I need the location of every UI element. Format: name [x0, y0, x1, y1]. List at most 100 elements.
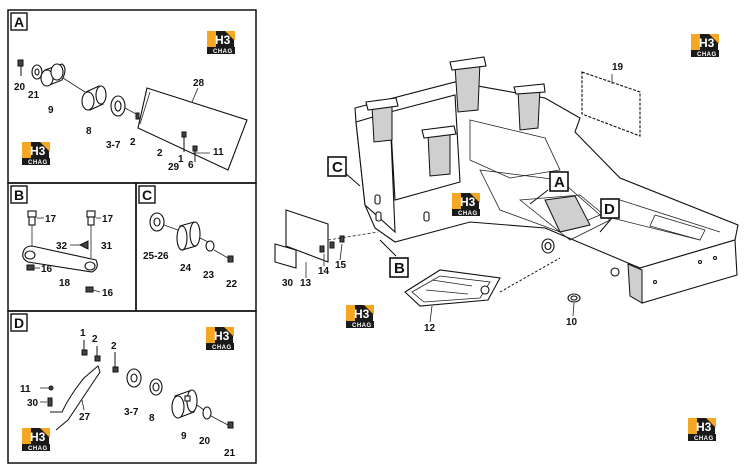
svg-text:29: 29 — [168, 162, 180, 173]
svg-text:3-7: 3-7 — [124, 407, 139, 418]
svg-text:20: 20 — [199, 436, 211, 447]
svg-text:2: 2 — [130, 137, 136, 148]
svg-text:H3: H3 — [30, 430, 46, 444]
panel-A-letter: A — [10, 12, 28, 31]
svg-text:2: 2 — [157, 148, 163, 159]
svg-text:6: 6 — [188, 160, 194, 171]
svg-text:20: 20 — [14, 82, 26, 93]
logo: H3 CHAG — [22, 428, 50, 452]
svg-text:2: 2 — [111, 341, 117, 352]
panel-C-drawing — [149, 212, 234, 263]
svg-text:32: 32 — [56, 241, 68, 252]
panel-D-letter: D — [10, 313, 28, 332]
panel-B-letter: B — [10, 185, 28, 204]
svg-text:C: C — [332, 159, 343, 176]
panel-D-drawing — [40, 340, 234, 431]
svg-text:25-26: 25-26 — [143, 251, 169, 262]
panel-A-drawing — [17, 59, 248, 171]
svg-text:27: 27 — [79, 412, 91, 423]
svg-text:22: 22 — [226, 279, 238, 290]
logo: H3 CHAG — [207, 31, 235, 55]
svg-text:CHAG: CHAG — [28, 446, 48, 452]
panel-D-labels: 1 2 2 11 30 27 3-7 8 9 20 21 — [20, 328, 236, 459]
svg-text:17: 17 — [102, 214, 114, 225]
svg-text:11: 11 — [213, 147, 224, 158]
svg-text:CHAG: CHAG — [352, 323, 372, 329]
logo: H3 CHAG — [22, 142, 50, 166]
svg-text:9: 9 — [48, 105, 54, 116]
callout-D: D — [600, 198, 620, 219]
svg-text:CHAG: CHAG — [213, 49, 233, 55]
leader-D — [599, 217, 613, 233]
svg-text:C: C — [142, 187, 152, 203]
svg-text:D: D — [14, 315, 24, 331]
svg-text:D: D — [604, 201, 615, 218]
svg-text:B: B — [14, 187, 24, 203]
panel-B-labels: 17 17 32 31 16 18 16 — [34, 214, 114, 299]
svg-text:16: 16 — [102, 288, 114, 299]
svg-text:21: 21 — [224, 448, 236, 459]
svg-text:CHAG: CHAG — [697, 52, 717, 58]
callout-A: A — [549, 171, 569, 192]
side-plate-assembly — [274, 209, 379, 269]
svg-text:H3: H3 — [30, 144, 46, 158]
svg-text:1: 1 — [80, 328, 86, 339]
svg-text:28: 28 — [193, 78, 205, 89]
panel-B-drawing — [22, 210, 98, 293]
svg-text:8: 8 — [86, 126, 92, 137]
leader-A — [529, 189, 549, 205]
svg-text:3-7: 3-7 — [106, 140, 121, 151]
plate-12 — [404, 257, 561, 307]
svg-text:H3: H3 — [696, 420, 712, 434]
svg-text:8: 8 — [149, 413, 155, 424]
svg-text:19: 19 — [612, 62, 624, 73]
svg-text:A: A — [14, 14, 24, 30]
svg-text:18: 18 — [59, 278, 71, 289]
svg-text:10: 10 — [566, 317, 578, 328]
callout-C: C — [327, 156, 347, 177]
svg-text:H3: H3 — [460, 195, 476, 209]
logo: H3 CHAG — [346, 305, 374, 329]
svg-text:2: 2 — [92, 334, 98, 345]
ring-10 — [567, 293, 581, 303]
svg-text:13: 13 — [300, 278, 312, 289]
svg-text:H3: H3 — [215, 33, 231, 47]
svg-text:16: 16 — [41, 264, 53, 275]
svg-text:CHAG: CHAG — [694, 436, 714, 442]
svg-text:11: 11 — [20, 384, 31, 395]
logo: H3 CHAG — [688, 418, 716, 442]
svg-text:23: 23 — [203, 270, 215, 281]
svg-text:A: A — [554, 174, 565, 191]
cover-plate-19 — [581, 71, 641, 137]
panel-A-labels: 20 21 9 8 3-7 2 1 29 6 11 2 28 — [14, 78, 224, 173]
logo: H3 CHAG — [691, 34, 719, 58]
svg-text:31: 31 — [101, 241, 113, 252]
callout-B: B — [389, 257, 409, 278]
leader-B — [379, 239, 397, 257]
logo: H3 CHAG — [452, 193, 480, 217]
svg-text:17: 17 — [45, 214, 57, 225]
svg-text:CHAG: CHAG — [28, 160, 48, 166]
svg-text:H3: H3 — [354, 307, 370, 321]
svg-text:24: 24 — [180, 263, 192, 274]
svg-text:1: 1 — [178, 154, 184, 165]
svg-text:21: 21 — [28, 90, 40, 101]
main-labels: 19 30 13 14 15 12 10 — [282, 62, 624, 334]
panel-C-labels: 25-26 24 23 22 — [143, 251, 238, 290]
logo: H3 CHAG — [206, 327, 234, 351]
svg-text:14: 14 — [318, 266, 330, 277]
svg-text:15: 15 — [335, 260, 347, 271]
main-frame-drawing — [354, 56, 739, 304]
panel-C-letter: C — [138, 185, 156, 204]
panel-D-frame — [7, 310, 257, 464]
svg-text:12: 12 — [424, 323, 436, 334]
svg-text:B: B — [394, 260, 405, 277]
svg-text:30: 30 — [282, 278, 294, 289]
svg-text:CHAG: CHAG — [212, 345, 232, 351]
svg-text:30: 30 — [27, 398, 39, 409]
svg-text:9: 9 — [181, 431, 187, 442]
svg-text:H3: H3 — [699, 36, 715, 50]
svg-text:H3: H3 — [214, 329, 230, 343]
svg-text:CHAG: CHAG — [458, 211, 478, 217]
